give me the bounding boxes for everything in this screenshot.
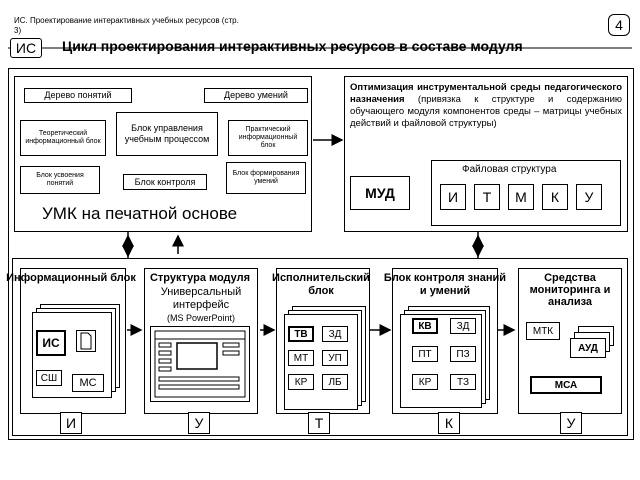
optimization-paren: (привязка [417, 94, 461, 105]
bottom-letter-t: Т [308, 412, 330, 434]
info-ms-box: МС [72, 374, 104, 392]
exec-title: Исполнительский блок [272, 272, 370, 297]
control-title: Блок контроля знаний и умений [383, 272, 507, 297]
control-unit-box: Блок управления учебным процессом [116, 112, 218, 156]
bottom-letter-u1: У [188, 412, 210, 434]
optimization-desc: к структуре и содержанию обучающего моду… [350, 94, 622, 129]
module-frame [12, 258, 628, 436]
exec-item-tv: ТВ [288, 326, 314, 342]
file-letter-t: Т [474, 184, 500, 210]
interface-mockup [150, 326, 250, 402]
bottom-letter-u2: У [560, 412, 582, 434]
monitor-mtk: МТК [526, 322, 560, 340]
structure-note: (MS PowerPoint) [166, 313, 236, 323]
exec-item-zd: ЗД [322, 326, 348, 342]
monitor-aud: АУД [570, 338, 606, 358]
info-title: Информационный блок [6, 272, 136, 284]
monitor-title: Средства мониторинга и анализа [529, 272, 611, 308]
exec-item-mt: МТ [288, 350, 314, 366]
tree-skills-box: Дерево умений [204, 88, 308, 103]
page-number-badge: 4 [608, 14, 630, 36]
control-item-kr: КР [412, 374, 438, 390]
source-caption: ИС. Проектирование интерактивных учебных… [14, 16, 239, 35]
control-block-box: Блок контроля [123, 174, 207, 190]
exec-item-lb: ЛБ [322, 374, 348, 390]
mud-box: МУД [350, 176, 410, 210]
structure-subtitle: Универсальный интерфейс [160, 286, 242, 311]
file-letter-i: И [440, 184, 466, 210]
file-structure-box [431, 160, 621, 226]
optimization-text: Оптимизация инструментальной среды педаг… [350, 82, 622, 130]
structure-title: Структура модуля [149, 272, 251, 284]
theory-block-box: Теоретический информационный блок [20, 120, 106, 156]
file-letter-k: К [542, 184, 568, 210]
info-ss-box: СШ [36, 370, 62, 386]
page-title: Цикл проектирования интерактивных ресурс… [62, 38, 523, 54]
logo: ИС [10, 38, 42, 58]
exec-item-up: УП [322, 350, 348, 366]
umk-title: УМК на печатной основе [42, 204, 238, 223]
bottom-letter-k: К [438, 412, 460, 434]
document-icon [76, 330, 96, 352]
control-item-pt: ПТ [412, 346, 438, 362]
info-is-box: ИС [36, 330, 66, 356]
optimization-title: Оптимизация инструментальной среды педаг… [350, 82, 622, 105]
monitor-msa: МСА [530, 376, 602, 394]
file-letter-u: У [576, 184, 602, 210]
control-item-zd: ЗД [450, 318, 476, 334]
file-structure-label: Файловая структура [462, 164, 557, 175]
tree-concepts-box: Дерево понятий [24, 88, 132, 103]
bottom-letter-i: И [60, 412, 82, 434]
control-item-tz: ТЗ [450, 374, 476, 390]
practice-block-box: Практический информационный блок [228, 120, 308, 156]
learning-block-box: Блок усвоения понятий [20, 166, 100, 194]
exec-item-kr: КР [288, 374, 314, 390]
file-letter-m: М [508, 184, 534, 210]
outer-frame [8, 68, 634, 440]
control-item-kv: КВ [412, 318, 438, 334]
skills-block-box: Блок формирования умений [226, 162, 306, 194]
control-item-pz: ПЗ [450, 346, 476, 362]
